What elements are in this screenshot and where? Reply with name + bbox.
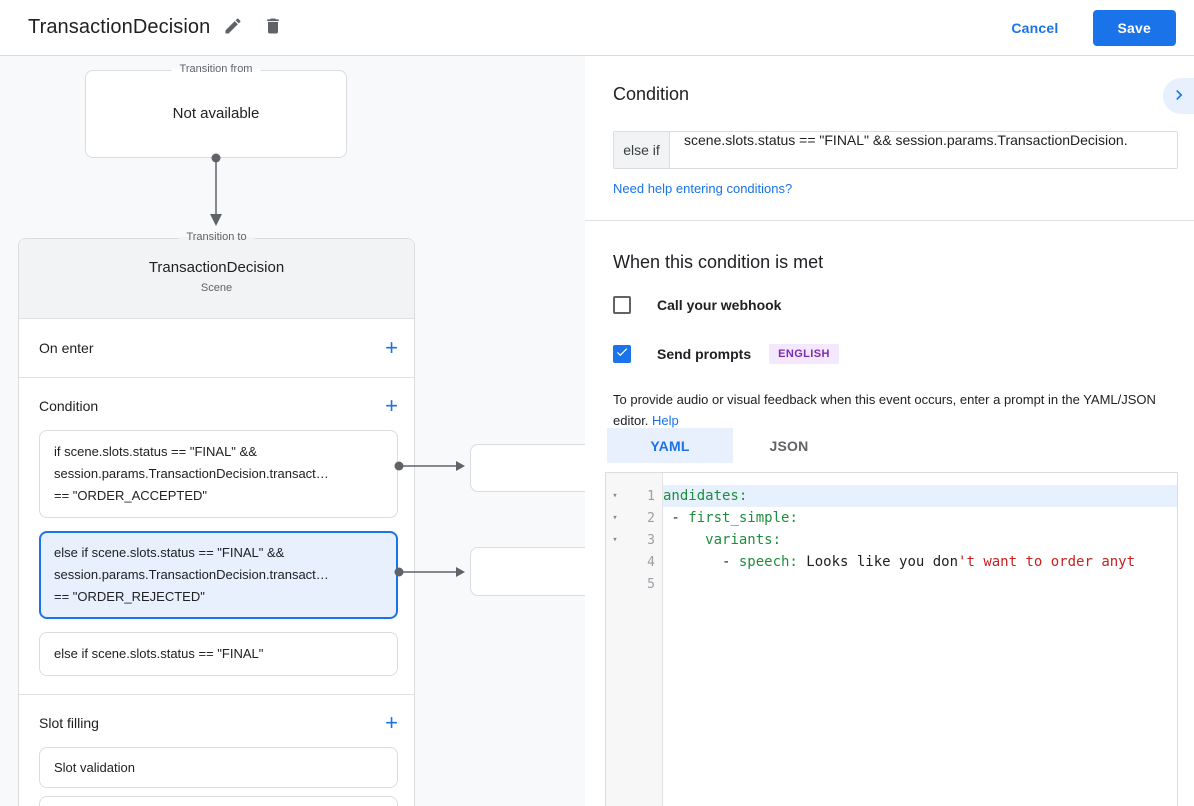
yaml-code-editor: ▾ 1 ▾ 2 ▾ 3 4 5 andidates: - first_simple: vari… bbox=[605, 472, 1178, 806]
transition-arrow-down bbox=[210, 153, 222, 226]
condition-expression-row: else if scene.slots.status == "FINAL" &&… bbox=[613, 131, 1178, 169]
line-number: 4 bbox=[647, 554, 655, 570]
line-number: 5 bbox=[647, 576, 655, 592]
scene-subtitle: Scene bbox=[200, 282, 233, 294]
page-title: TransactionDecision bbox=[28, 16, 211, 38]
cancel-button[interactable]: Cancel bbox=[1011, 19, 1059, 36]
transition-from-node: Transition from Not available bbox=[85, 63, 347, 158]
add-condition-button[interactable]: + bbox=[385, 393, 398, 418]
condition-heading: Condition bbox=[613, 84, 690, 104]
slot-filling-label: Slot filling bbox=[39, 715, 99, 731]
fold-icon[interactable]: ▾ bbox=[612, 513, 618, 523]
slot-validation-card[interactable]: Slot validation bbox=[39, 747, 398, 788]
line-number: 1 bbox=[647, 488, 655, 504]
tab-yaml[interactable]: YAML bbox=[607, 428, 733, 463]
condition-card[interactable]: else if scene.slots.status == "FINAL" bbox=[39, 632, 398, 676]
editor-gutter: ▾ 1 ▾ 2 ▾ 3 4 5 bbox=[606, 473, 663, 806]
code-line[interactable] bbox=[663, 573, 1177, 595]
plus-icon: + bbox=[385, 393, 398, 418]
fold-icon[interactable]: ▾ bbox=[612, 535, 618, 545]
send-prompts-row: Send prompts ENGLISH bbox=[613, 344, 839, 364]
transition-target-node[interactable] bbox=[470, 547, 585, 596]
add-on-enter-button[interactable]: + bbox=[385, 335, 398, 360]
plus-icon: + bbox=[385, 710, 398, 735]
delete-scene-button[interactable] bbox=[256, 11, 290, 45]
code-line[interactable]: - speech: Looks like you don't want to o… bbox=[663, 554, 1136, 570]
collapse-panel-button[interactable] bbox=[1163, 78, 1194, 114]
condition-section-label: Condition bbox=[39, 398, 99, 414]
pencil-icon bbox=[223, 16, 243, 39]
fold-icon[interactable]: ▾ bbox=[612, 491, 618, 501]
edit-scene-button[interactable] bbox=[216, 11, 250, 45]
help-link[interactable]: Help bbox=[652, 413, 679, 428]
editor-code-area[interactable]: andidates: - first_simple: variants: - s… bbox=[663, 473, 1177, 806]
transition-from-value: Not available bbox=[172, 105, 260, 122]
send-prompts-label: Send prompts bbox=[657, 346, 752, 362]
add-slot-button[interactable]: + bbox=[385, 710, 398, 735]
transition-from-legend: Transition from bbox=[171, 63, 261, 75]
condition-edge-arrow bbox=[394, 461, 465, 471]
when-condition-heading: When this condition is met bbox=[613, 252, 824, 272]
prompt-helper-text: To provide audio or visual feedback when… bbox=[613, 392, 1156, 428]
save-button[interactable]: Save bbox=[1092, 9, 1176, 46]
app-bar: TransactionDecision Cancel Save bbox=[0, 0, 1194, 56]
condition-detail-panel: Condition else if scene.slots.status == … bbox=[585, 56, 1194, 806]
condition-card[interactable]: if scene.slots.status == "FINAL" &&sessi… bbox=[39, 430, 398, 518]
panel-divider bbox=[585, 220, 1194, 221]
on-enter-row: On enter + bbox=[19, 319, 414, 378]
condition-operator-label: else if bbox=[613, 131, 670, 169]
transition-to-node: Transition to TransactionDecision Scene … bbox=[18, 231, 415, 806]
condition-card-selected[interactable]: else if scene.slots.status == "FINAL" &&… bbox=[39, 531, 398, 619]
condition-card-list: if scene.slots.status == "FINAL" &&sessi… bbox=[39, 430, 398, 676]
scene-header: TransactionDecision Scene bbox=[19, 239, 414, 319]
line-number: 3 bbox=[647, 532, 655, 548]
tab-json[interactable]: JSON bbox=[769, 437, 809, 454]
code-line[interactable]: - first_simple: bbox=[663, 510, 798, 526]
condition-help-link[interactable]: Need help entering conditions? bbox=[613, 181, 793, 196]
scene-title: TransactionDecision bbox=[148, 259, 285, 276]
chevron-right-icon bbox=[1169, 85, 1189, 108]
editor-tabs: YAML JSON bbox=[607, 428, 845, 463]
transition-to-legend: Transition to bbox=[178, 231, 255, 243]
condition-edge-arrow bbox=[394, 567, 465, 577]
code-line[interactable]: variants: bbox=[705, 532, 782, 548]
trash-icon bbox=[263, 16, 283, 39]
send-prompts-checkbox[interactable] bbox=[613, 345, 631, 363]
line-number: 2 bbox=[647, 510, 655, 526]
condition-section: Condition + if scene.slots.status == "FI… bbox=[19, 378, 414, 695]
diagram-canvas[interactable]: Transition from Not available Transition… bbox=[0, 56, 585, 806]
code-line[interactable]: andidates: bbox=[663, 485, 1177, 507]
transition-target-node[interactable] bbox=[470, 444, 585, 492]
condition-expression-input[interactable]: scene.slots.status == "FINAL" && session… bbox=[670, 131, 1178, 169]
plus-icon: + bbox=[385, 335, 398, 360]
webhook-row: Call your webhook bbox=[613, 296, 781, 314]
slot-filling-section: Slot filling + Slot validation bbox=[19, 695, 414, 806]
slot-card-partial[interactable] bbox=[39, 796, 398, 806]
call-webhook-label: Call your webhook bbox=[657, 297, 782, 313]
on-enter-label: On enter bbox=[39, 340, 94, 356]
language-badge: ENGLISH bbox=[769, 344, 839, 364]
main-area: Transition from Not available Transition… bbox=[0, 56, 1194, 806]
call-webhook-checkbox[interactable] bbox=[613, 296, 631, 314]
checkmark-icon bbox=[615, 345, 629, 364]
